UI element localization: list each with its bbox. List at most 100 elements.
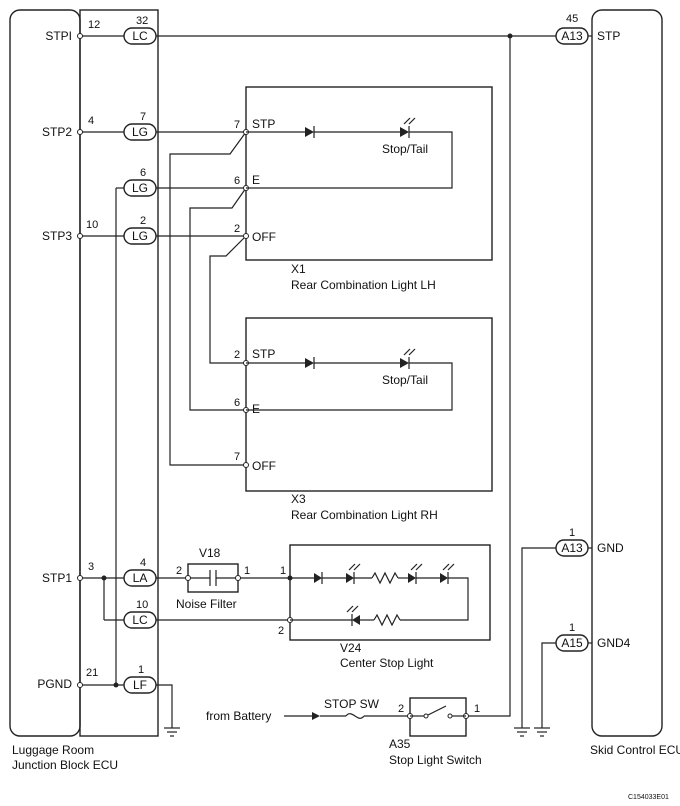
fuse-stop-sw bbox=[345, 713, 365, 719]
connector-lc-32: 32 LC bbox=[123, 15, 157, 45]
a35-pin-right: 1 bbox=[474, 703, 480, 715]
x3-id: X3 bbox=[291, 492, 306, 506]
jb-terminal-pgnd-pin: 21 bbox=[86, 667, 98, 679]
wire-x1-e-to-x3-e bbox=[189, 187, 247, 411]
splice-stp1 bbox=[101, 575, 107, 581]
v18-id: V18 bbox=[199, 546, 221, 560]
v24-pin-top: 1 bbox=[280, 565, 286, 577]
v24-name: Center Stop Light bbox=[340, 656, 434, 670]
junction-block-connector-panel bbox=[79, 9, 159, 737]
jb-terminal-stp3-name: STP3 bbox=[42, 229, 72, 243]
splice-ground-bus bbox=[113, 682, 119, 688]
x1-pin-e-name: E bbox=[252, 173, 260, 187]
jb-ecu-label-line2: Junction Block ECU bbox=[12, 758, 118, 772]
ground-icon-skid-gnd4 bbox=[534, 727, 550, 737]
ground-icon-jb bbox=[164, 727, 180, 737]
component-x3: 2 STP 6 E 7 OFF Stop/Tail bbox=[234, 317, 493, 492]
connector-lg-7-pin: 7 bbox=[140, 111, 146, 123]
jb-ecu-label-line1: Luggage Room bbox=[12, 743, 94, 757]
component-x1: 7 STP 6 E 2 OFF Stop/Tail bbox=[234, 86, 493, 261]
pin-stpi bbox=[77, 33, 83, 39]
x3-pin-e-num: 6 bbox=[234, 397, 240, 409]
x1-pin-stp-num: 7 bbox=[234, 119, 240, 131]
pin-stp1 bbox=[77, 575, 83, 581]
x1-name: Rear Combination Light LH bbox=[291, 278, 436, 292]
jb-terminal-stp2-name: STP2 bbox=[42, 125, 72, 139]
connector-lc-32-code: LC bbox=[132, 29, 148, 43]
x3-pin-e-name: E bbox=[252, 402, 260, 416]
splice-stp bbox=[507, 33, 513, 39]
connector-a15-gnd4: 1 A15 GND4 bbox=[555, 622, 631, 652]
x1-pin-off-num: 2 bbox=[234, 223, 240, 235]
v18-pin-left: 2 bbox=[176, 565, 182, 577]
connector-a13-gnd: 1 A13 GND bbox=[555, 527, 624, 557]
a35-pin-left: 2 bbox=[398, 703, 404, 715]
x3-pin-off-name: OFF bbox=[252, 459, 276, 473]
skid-ecu-label: Skid Control ECU bbox=[590, 743, 680, 757]
connector-lf-1-pin: 1 bbox=[138, 664, 144, 676]
junction-block-ecu-box bbox=[9, 9, 81, 737]
fuse-label: STOP SW bbox=[324, 697, 380, 711]
connector-lg-6-pin: 6 bbox=[140, 167, 146, 179]
connector-a13-stp-pin: 45 bbox=[566, 13, 578, 25]
figure-code: C154033E01 bbox=[628, 794, 669, 801]
x1-pin-e-num: 6 bbox=[234, 175, 240, 187]
x1-id: X1 bbox=[291, 262, 306, 276]
connector-lg-6-code: LG bbox=[132, 181, 148, 195]
connector-lg-7: 7 LG bbox=[123, 111, 157, 141]
jb-terminal-stpi-name: STPI bbox=[45, 29, 72, 43]
connector-a15-gnd4-pin: 1 bbox=[569, 622, 575, 634]
wire-x1-off-to-x3-stp bbox=[209, 235, 247, 364]
connector-lc-10-code: LC bbox=[132, 613, 148, 627]
jb-terminal-pgnd-name: PGND bbox=[37, 677, 72, 691]
connector-la-4-code: LA bbox=[133, 571, 148, 585]
x3-name: Rear Combination Light RH bbox=[291, 508, 438, 522]
pin-pgnd bbox=[77, 682, 83, 688]
connector-a13-gnd-code: A13 bbox=[561, 541, 583, 555]
component-v18 bbox=[185, 563, 241, 593]
battery-label: from Battery bbox=[206, 709, 271, 723]
connector-lg-7-code: LG bbox=[132, 125, 148, 139]
a35-name: Stop Light Switch bbox=[389, 753, 482, 767]
wire-switch-to-skid-stp bbox=[466, 36, 511, 717]
jb-terminal-stp1-pin: 3 bbox=[88, 561, 94, 573]
connector-la-4-pin: 4 bbox=[140, 557, 146, 569]
connector-lc-32-pin: 32 bbox=[136, 15, 148, 27]
x3-pin-off-num: 7 bbox=[234, 451, 240, 463]
jb-terminal-stp2-pin: 4 bbox=[88, 115, 94, 127]
wire-skid-gnd bbox=[521, 547, 556, 728]
connector-lf-1-code: LF bbox=[133, 678, 147, 692]
skid-terminal-stp-name: STP bbox=[597, 29, 620, 43]
jb-terminal-stp3-pin: 10 bbox=[86, 219, 98, 231]
connector-la-4: 4 LA bbox=[123, 557, 157, 587]
pin-stp2 bbox=[77, 129, 83, 135]
wire-lf-ground bbox=[156, 684, 173, 728]
wire-x1-stp-to-x3-off bbox=[169, 131, 247, 466]
pin-stp3 bbox=[77, 233, 83, 239]
a35-id: A35 bbox=[389, 737, 411, 751]
connector-a13-stp: 45 A13 STP bbox=[555, 13, 620, 45]
connector-lg-2-code: LG bbox=[132, 229, 148, 243]
connector-a13-stp-code: A13 bbox=[561, 29, 583, 43]
connector-lg-6: 6 LG bbox=[123, 167, 157, 197]
x1-lamp-label: Stop/Tail bbox=[382, 142, 428, 156]
jb-terminal-stp1-name: STP1 bbox=[42, 571, 72, 585]
x1-pin-stp-name: STP bbox=[252, 117, 275, 131]
x3-lamp-label: Stop/Tail bbox=[382, 373, 428, 387]
jb-terminal-stpi-pin: 12 bbox=[88, 19, 100, 31]
wire-skid-gnd4 bbox=[541, 642, 556, 728]
v18-name: Noise Filter bbox=[176, 597, 237, 611]
component-a35 bbox=[407, 697, 469, 737]
skid-control-ecu-box bbox=[591, 9, 663, 737]
connector-lc-10-pin: 10 bbox=[136, 599, 148, 611]
connector-a13-gnd-pin: 1 bbox=[569, 527, 575, 539]
connector-lf-1: 1 LF bbox=[123, 664, 157, 694]
connector-lg-2: 2 LG bbox=[123, 215, 157, 245]
connector-a15-gnd4-code: A15 bbox=[561, 636, 583, 650]
x3-pin-stp-name: STP bbox=[252, 347, 275, 361]
skid-terminal-gnd4-name: GND4 bbox=[597, 636, 631, 650]
connector-lc-10: 10 LC bbox=[123, 599, 157, 629]
v18-pin-right: 1 bbox=[244, 565, 250, 577]
arrow-battery bbox=[312, 712, 320, 720]
